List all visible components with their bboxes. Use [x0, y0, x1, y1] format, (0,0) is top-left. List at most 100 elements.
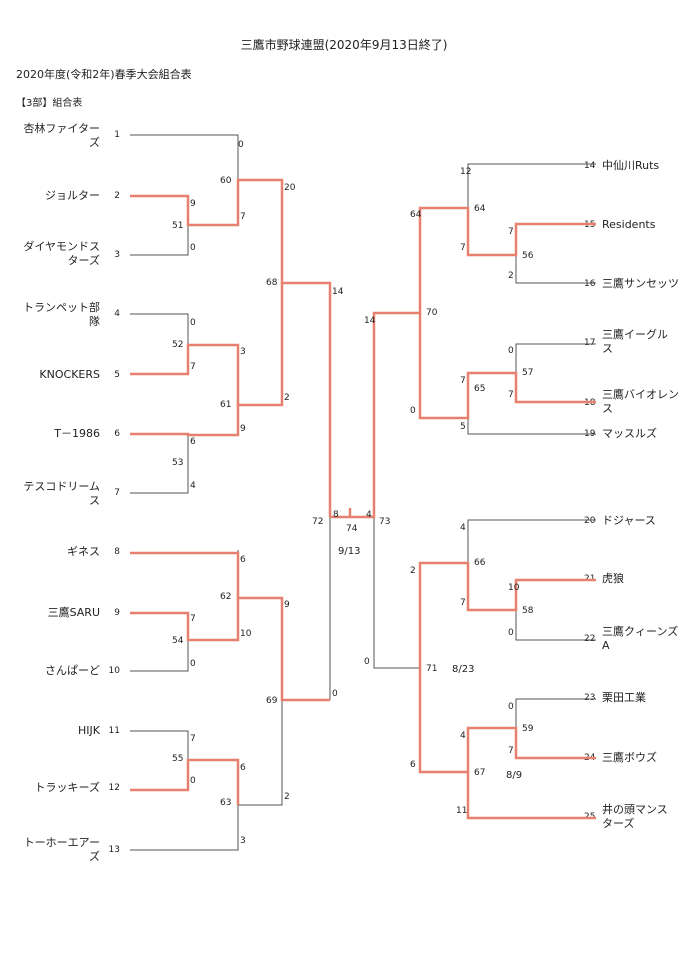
- score: 6: [240, 763, 246, 773]
- score: 0: [190, 659, 196, 669]
- score: 8: [333, 510, 339, 520]
- score: 4: [460, 523, 466, 533]
- match-number: 71: [426, 664, 438, 674]
- match-number: 70: [426, 308, 438, 318]
- match-number: 60: [220, 176, 232, 186]
- score: 6: [240, 555, 246, 565]
- score: 0: [508, 702, 514, 712]
- seed-number: 2: [114, 191, 120, 201]
- match-date: 9/13: [338, 546, 361, 557]
- score: 11: [456, 806, 468, 816]
- match-number: 66: [474, 558, 486, 568]
- score: 20: [284, 183, 296, 193]
- team-name: ダイヤモンドスターズ: [23, 240, 100, 267]
- score: 12: [460, 167, 472, 177]
- seed-number: 4: [114, 309, 120, 319]
- match-number: 62: [220, 592, 232, 602]
- seed-number: 9: [114, 608, 120, 618]
- score: 4: [190, 481, 196, 491]
- seed-number: 3: [114, 250, 120, 260]
- match-number: 67: [474, 768, 486, 778]
- team-name: ドジャース: [602, 514, 656, 527]
- seed-number: 17: [584, 338, 596, 348]
- score: 10: [508, 583, 520, 593]
- match-number: 74: [346, 524, 358, 534]
- score: 0: [508, 628, 514, 638]
- match-number: 59: [522, 724, 534, 734]
- match-number: 54: [172, 636, 184, 646]
- team-name: Residents: [602, 218, 656, 231]
- score: 4: [366, 510, 372, 520]
- seed-number: 1: [114, 130, 120, 140]
- team-name: ギネス: [67, 545, 100, 558]
- match-date: 8/9: [506, 770, 523, 781]
- score: 64: [410, 210, 422, 220]
- match-number: 51: [172, 221, 184, 231]
- score: 14: [332, 287, 344, 297]
- match-number: 73: [379, 517, 391, 527]
- seed-number: 14: [584, 161, 596, 171]
- match-number: 61: [220, 400, 232, 410]
- team-name: 三鷹ボウズ: [602, 751, 657, 764]
- score: 7: [508, 746, 514, 756]
- score: 3: [240, 347, 246, 357]
- match-number: 58: [522, 606, 534, 616]
- score: 2: [284, 792, 290, 802]
- score: 7: [508, 390, 514, 400]
- score: 7: [460, 376, 466, 386]
- seed-number: 20: [584, 516, 596, 526]
- team-name: トーホーエアーズ: [23, 836, 100, 863]
- score: 9: [284, 600, 290, 610]
- section-label: 【3部】組合表: [16, 98, 83, 109]
- score: 6: [190, 437, 196, 447]
- score: 5: [460, 422, 466, 432]
- team-name: HIJK: [78, 724, 100, 737]
- score: 0: [332, 689, 338, 699]
- team-name: テスコドリームス: [23, 480, 100, 507]
- team-name: 栗田工業: [602, 691, 646, 704]
- score: 7: [508, 227, 514, 237]
- match-date: 8/23: [452, 664, 475, 675]
- score: 6: [410, 760, 416, 770]
- score: 14: [364, 316, 376, 326]
- team-name: ジョルター: [45, 189, 100, 202]
- score: 4: [460, 731, 466, 741]
- match-number: 69: [266, 696, 278, 706]
- match-number: 68: [266, 278, 278, 288]
- team-name: 三鷹サンセッツ: [602, 277, 679, 290]
- score: 0: [190, 776, 196, 786]
- match-number: 57: [522, 368, 534, 378]
- seed-number: 16: [584, 279, 596, 289]
- seed-number: 11: [108, 726, 120, 736]
- team-name: KNOCKERS: [39, 368, 100, 381]
- score: 0: [190, 318, 196, 328]
- match-number: 64: [474, 204, 486, 214]
- match-number: 65: [474, 384, 486, 394]
- score: 10: [240, 629, 252, 639]
- team-name: さんぱーど: [45, 664, 100, 677]
- score: 0: [364, 657, 370, 667]
- score: 2: [508, 271, 514, 281]
- score: 0: [410, 406, 416, 416]
- score: 7: [460, 598, 466, 608]
- match-number: 56: [522, 251, 534, 261]
- score: 9: [240, 424, 246, 434]
- team-name: 井の頭マンスターズ: [602, 803, 668, 830]
- seed-number: 7: [114, 488, 120, 498]
- score: 7: [240, 212, 246, 222]
- seed-number: 6: [114, 429, 120, 439]
- seed-number: 22: [584, 634, 596, 644]
- page-title: 三鷹市野球連盟(2020年9月13日終了): [240, 38, 448, 52]
- score: 9: [190, 199, 196, 209]
- score: 0: [508, 346, 514, 356]
- score: 3: [240, 836, 246, 846]
- team-name: トラッキーズ: [34, 781, 100, 794]
- tournament-subtitle: 2020年度(令和2年)春季大会組合表: [16, 68, 192, 81]
- seed-number: 23: [584, 693, 596, 703]
- match-number: 52: [172, 340, 184, 350]
- seed-number: 5: [114, 370, 120, 380]
- seed-number: 10: [108, 666, 120, 676]
- score: 0: [190, 243, 196, 253]
